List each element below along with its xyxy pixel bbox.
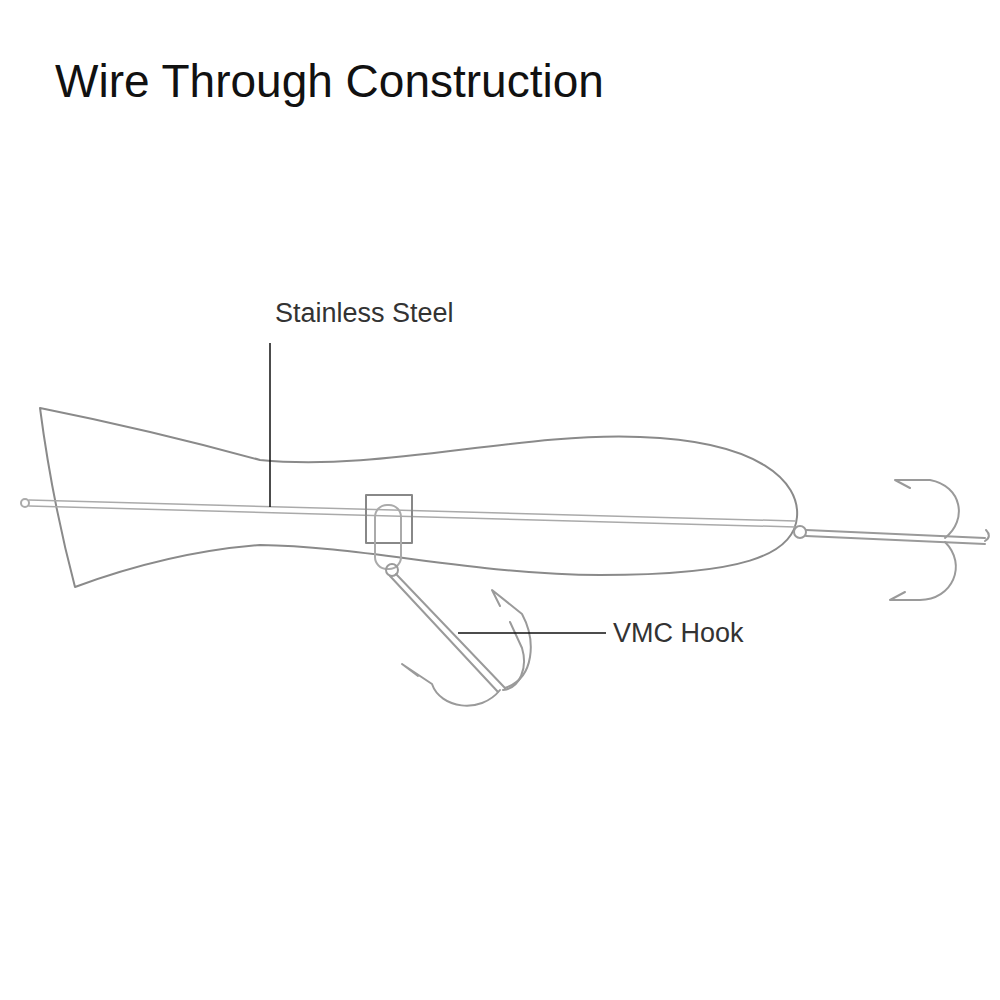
diagram-title: Wire Through Construction — [55, 55, 604, 108]
part-label: Stainless Steel — [275, 298, 454, 329]
leader-line — [458, 632, 606, 634]
lure-body — [40, 408, 797, 587]
line-tie-eye — [21, 499, 29, 507]
belly-hanger-box — [366, 495, 412, 543]
split-ring — [375, 505, 401, 569]
part-label: VMC Hook — [613, 618, 744, 649]
belly-treble-hook — [386, 564, 531, 706]
leader-line — [269, 343, 271, 507]
tail-treble-hook — [794, 480, 989, 600]
